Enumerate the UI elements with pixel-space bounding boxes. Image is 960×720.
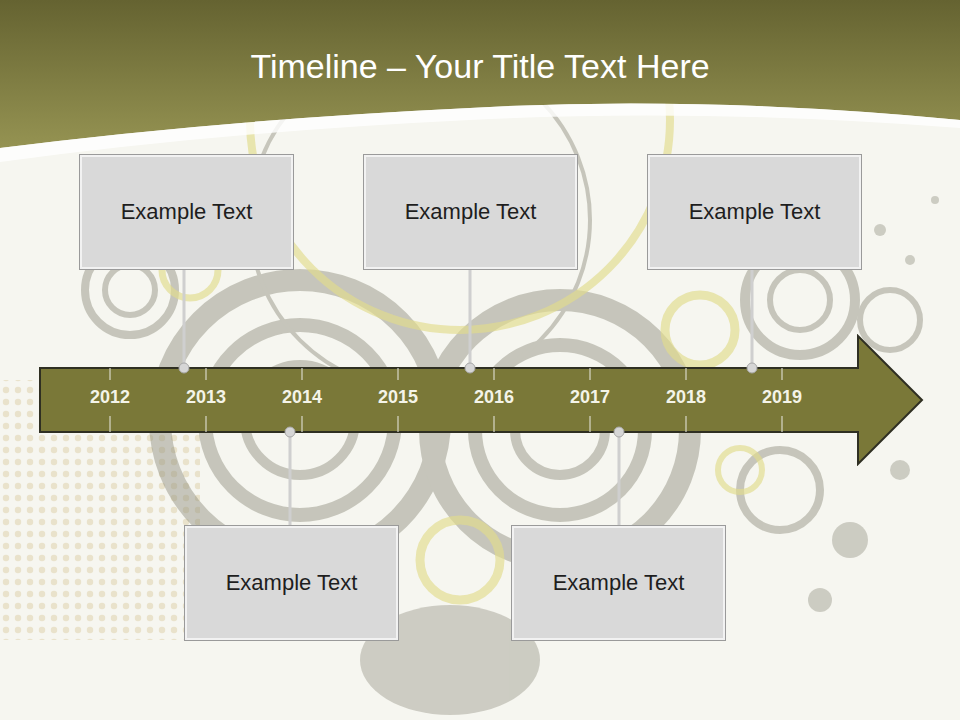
year-label: 2016 [459,386,529,408]
event-box: Example Text [648,155,861,269]
leader-line [290,432,291,526]
year-label: 2018 [651,386,721,408]
anchor-dot [614,427,624,437]
year-label: 2013 [171,386,241,408]
event-text: Example Text [214,564,370,602]
event-box: Example Text [185,526,398,640]
anchor-dot [465,363,475,373]
year-label: 2014 [267,386,337,408]
anchor-dot [179,363,189,373]
event-box: Example Text [512,526,725,640]
timeline-arrow: 2012 2013 2014 2015 2016 2017 2018 2019 [38,334,924,466]
event-box: Example Text [364,155,577,269]
leader-line [184,269,185,368]
year-label: 2019 [747,386,817,408]
leader-line [619,432,620,526]
year-label: 2012 [75,386,145,408]
year-label: 2017 [555,386,625,408]
slide-title: Timeline – Your Title Text Here [0,44,960,88]
anchor-dot [747,363,757,373]
event-text: Example Text [393,193,549,231]
leader-line [470,269,471,368]
year-label: 2015 [363,386,433,408]
anchor-dot [285,427,295,437]
leader-line [752,269,753,368]
event-box: Example Text [80,155,293,269]
event-text: Example Text [541,564,697,602]
event-text: Example Text [677,193,833,231]
event-text: Example Text [109,193,265,231]
